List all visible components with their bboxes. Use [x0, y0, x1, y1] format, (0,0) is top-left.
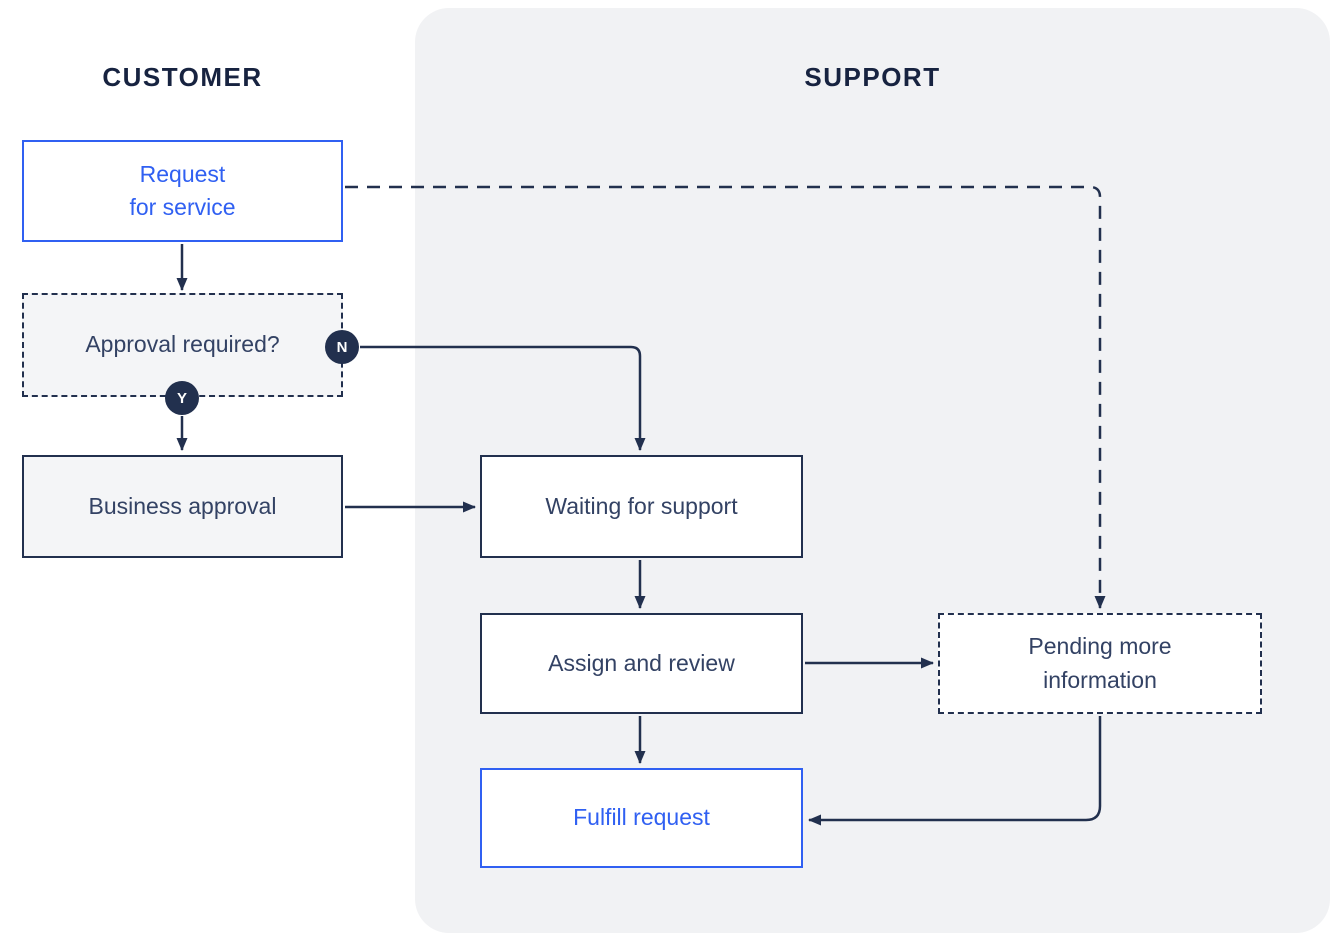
lane-header-support: SUPPORT [804, 62, 941, 92]
node-approval-required: Approval required? [22, 293, 343, 397]
badge-no-label: N [336, 338, 348, 356]
node-pending-more-information-label: Pending more information [1028, 633, 1172, 693]
node-assign-and-review: Assign and review [480, 613, 803, 714]
node-fulfill-request: Fulfill request [480, 768, 803, 868]
node-business-approval-label: Business approval [88, 492, 277, 519]
badge-no: N [325, 330, 359, 364]
badge-yes-label: Y [176, 389, 187, 407]
node-approval-required-label: Approval required? [85, 331, 280, 358]
node-assign-and-review-label: Assign and review [548, 649, 735, 676]
node-waiting-for-support-label: Waiting for support [545, 492, 738, 519]
node-fulfill-request-label: Fulfill request [573, 804, 710, 831]
node-business-approval: Business approval [22, 455, 343, 558]
node-request-for-service: Request for service [22, 140, 343, 242]
node-waiting-for-support: Waiting for support [480, 455, 803, 558]
lane-header-customer: CUSTOMER [102, 62, 263, 92]
node-pending-more-information: Pending more information [938, 613, 1262, 714]
node-request-for-service-label: Request for service [129, 160, 236, 220]
badge-yes: Y [165, 381, 199, 415]
